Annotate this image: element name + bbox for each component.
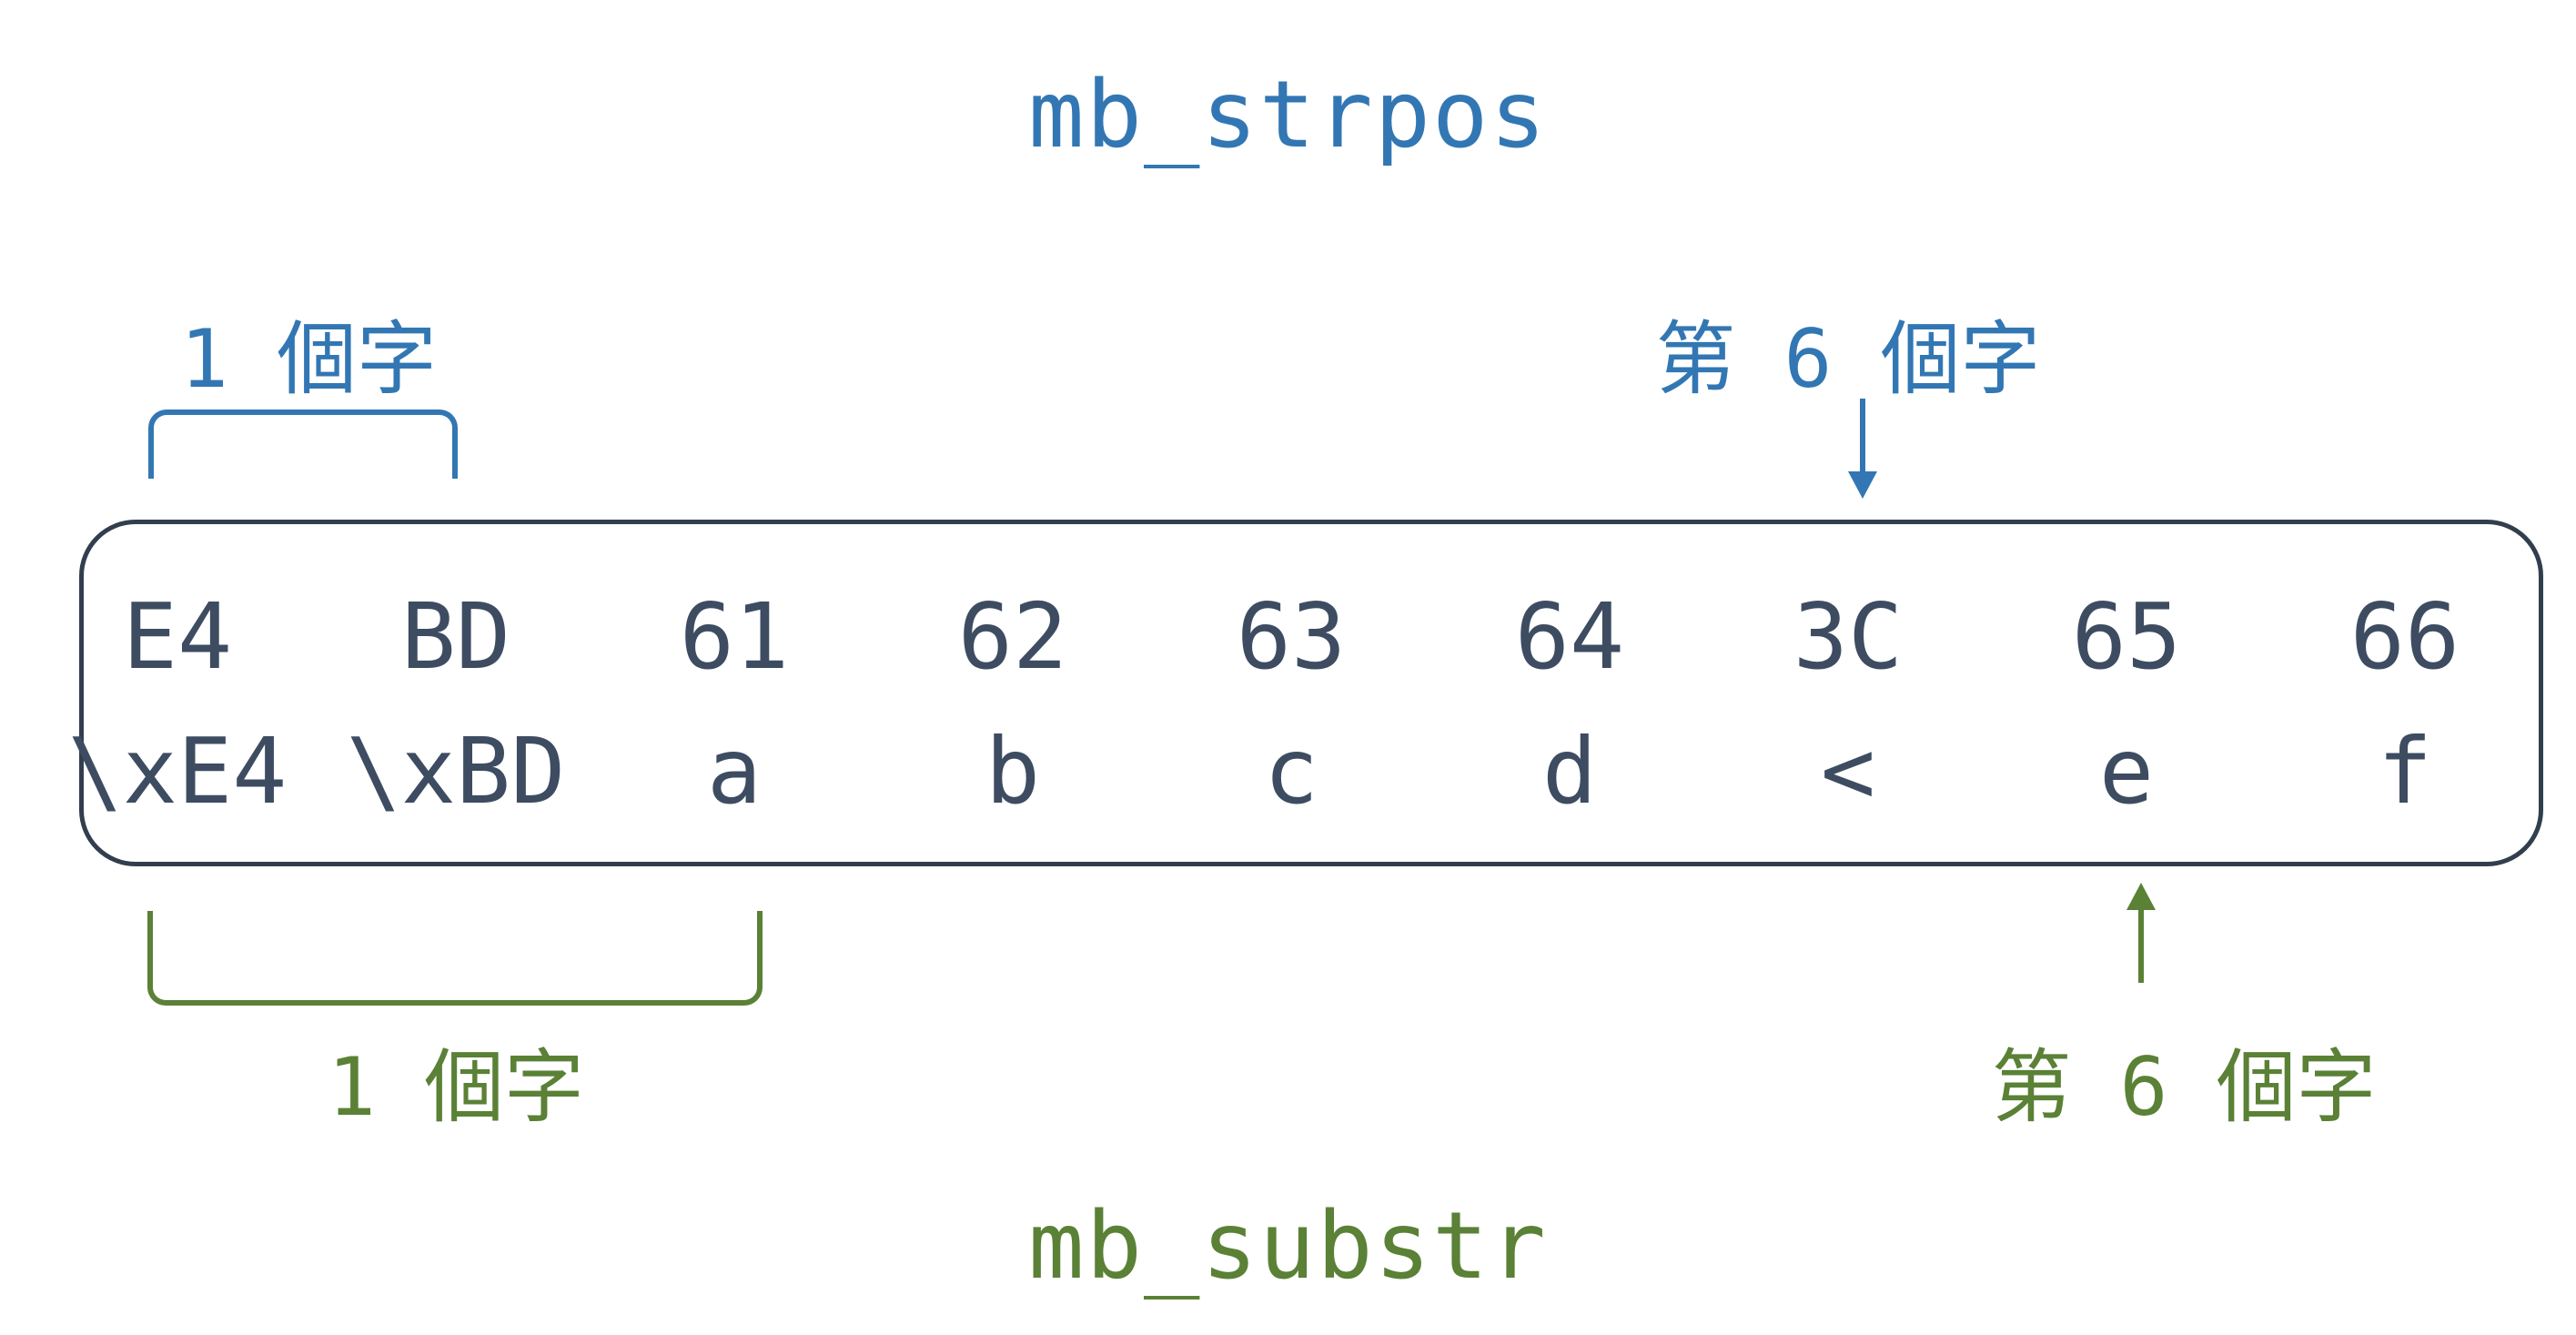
byte-cell: 64 xyxy=(1514,583,1625,690)
strpos-position-label: 第 6 個字 xyxy=(1655,312,2041,406)
mb-strpos-title: mb_strpos xyxy=(1028,61,1548,169)
mb-substr-title: mb_substr xyxy=(1028,1192,1548,1300)
byte-sequence-box xyxy=(79,520,2543,866)
char-cell: a xyxy=(706,718,763,824)
char-cell: b xyxy=(985,718,1041,824)
byte-cell: 66 xyxy=(2349,583,2460,690)
char-cell: \xBD xyxy=(346,718,566,824)
substr-range-bracket xyxy=(147,911,763,1006)
byte-cell: 61 xyxy=(679,583,790,690)
byte-cell: E4 xyxy=(122,583,233,690)
char-cell: f xyxy=(2377,718,2433,824)
down-arrow-head xyxy=(1848,471,1877,499)
down-arrow-shaft xyxy=(1860,399,1865,471)
byte-cell: 62 xyxy=(957,583,1068,690)
up-arrow-head xyxy=(2126,883,2156,910)
byte-cell: BD xyxy=(400,583,511,690)
up-arrow-icon xyxy=(2126,883,2156,983)
char-cell: d xyxy=(1541,718,1598,824)
char-cell: e xyxy=(2098,718,2155,824)
char-cell: < xyxy=(1820,718,1876,824)
byte-cell: 63 xyxy=(1236,583,1347,690)
up-arrow-shaft xyxy=(2138,906,2144,983)
strpos-char-count-label: 1 個字 xyxy=(180,312,437,406)
byte-cell: 3C xyxy=(1793,583,1904,690)
substr-char-count-label: 1 個字 xyxy=(328,1040,584,1134)
char-cell: c xyxy=(1263,718,1319,824)
char-cell: \xE4 xyxy=(67,718,288,824)
substr-position-label: 第 6 個字 xyxy=(1991,1040,2377,1134)
char-row: \xE4 \xBD a b c d < e f xyxy=(38,708,2544,835)
byte-cell: 65 xyxy=(2071,583,2182,690)
down-arrow-icon xyxy=(1848,399,1877,499)
hex-byte-row: E4 BD 61 62 63 64 3C 65 66 xyxy=(38,573,2544,701)
strpos-range-bracket xyxy=(148,410,458,479)
